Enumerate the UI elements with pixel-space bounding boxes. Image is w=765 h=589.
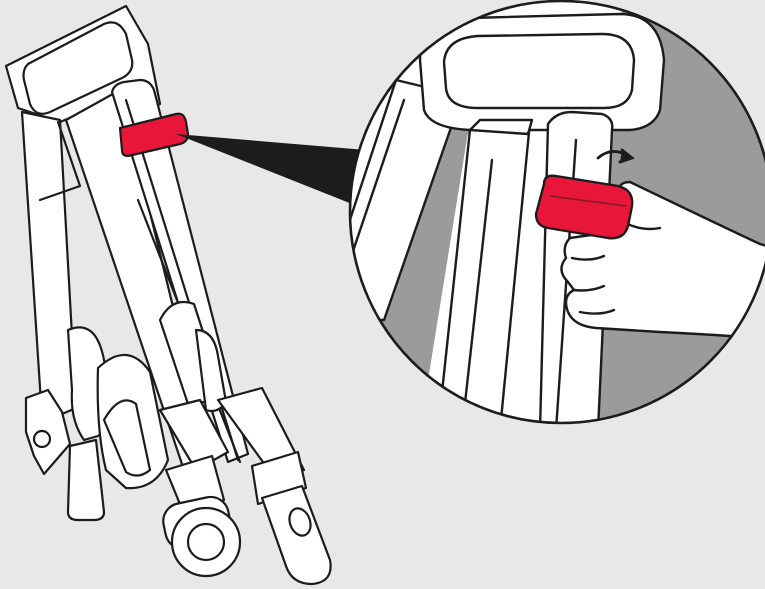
rotate-arrow-icon (596, 148, 635, 164)
zoom-detail (348, 0, 765, 425)
folded-stroller-icon (4, 4, 332, 586)
fold-release-latch-zoom-icon (534, 174, 634, 240)
fold-release-latch-icon (118, 112, 190, 158)
callout-pointer (176, 134, 366, 204)
